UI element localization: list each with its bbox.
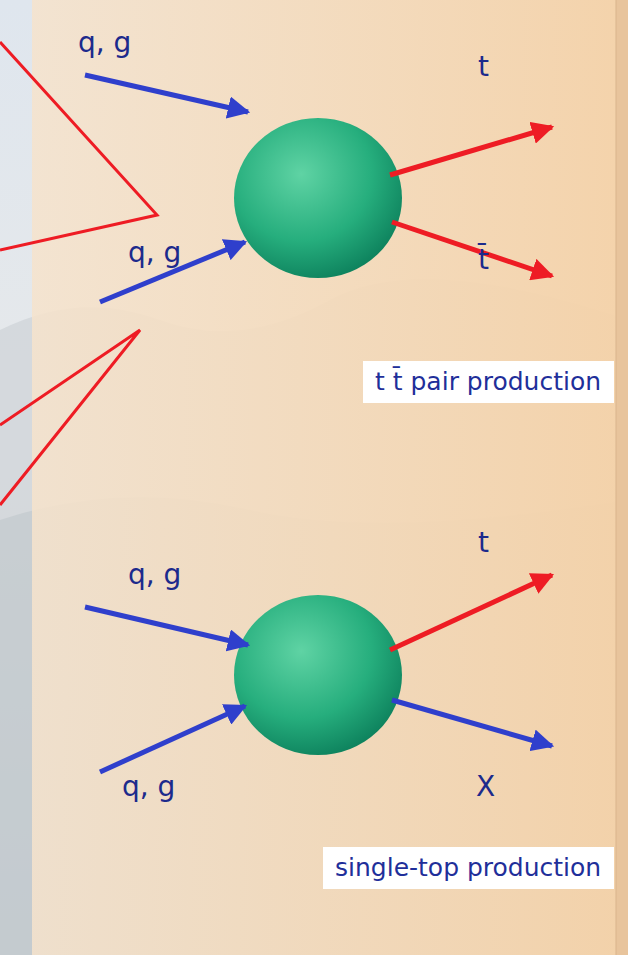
parton-label: q, g: [128, 238, 181, 269]
caption-text: single-top production: [335, 854, 602, 882]
caption-text: t t̄ pair production: [375, 368, 602, 396]
top-label: t: [478, 52, 489, 83]
antitop-label: t̄: [478, 245, 489, 276]
parton-label: q, g: [128, 560, 181, 591]
x-label: X: [476, 772, 495, 803]
caption-box: single-top production: [323, 847, 614, 889]
parton-label: q, g: [122, 772, 175, 803]
parton-label: q, g: [78, 28, 131, 59]
caption-box: t t̄ pair production: [363, 361, 614, 403]
top-label: t: [478, 528, 489, 559]
